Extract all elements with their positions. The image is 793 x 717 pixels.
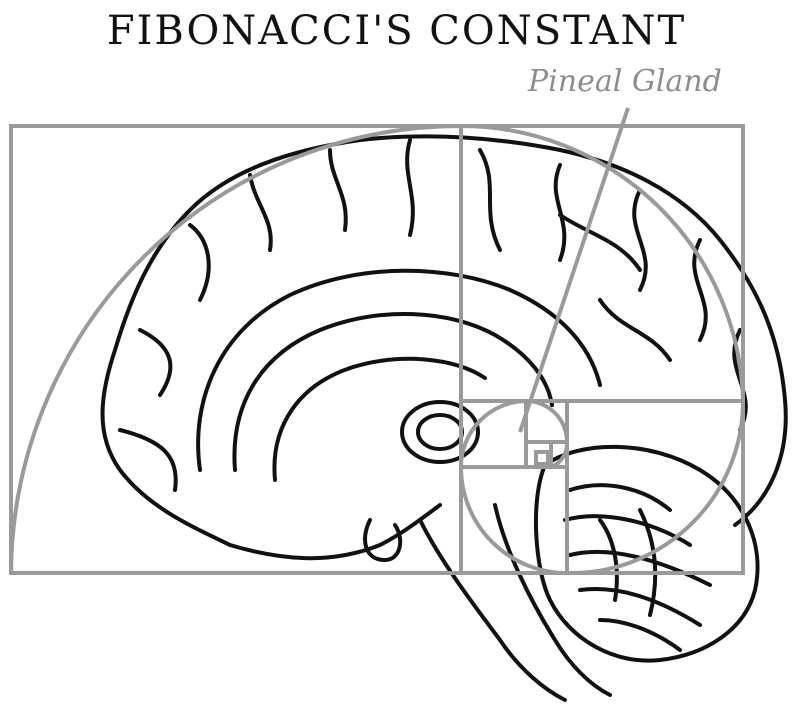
sulcus [250,175,271,250]
brainstem [495,505,610,695]
brainstem [420,520,565,700]
sulcus [140,330,170,395]
cerebellum-folia [580,589,700,625]
cerebrum-outline [103,136,786,545]
sulcus [600,300,670,360]
sulcus [190,225,209,300]
sulcus [556,165,565,260]
sulcus [634,190,646,290]
golden-spiral [11,126,743,573]
temporal-lobe [230,505,440,558]
golden-ratio-overlay [11,108,743,573]
pineal-pointer-line [520,108,628,432]
sulcus [407,140,413,235]
thalamus-inner [418,415,462,449]
sulcus [330,150,346,230]
sulcus [480,150,500,250]
cerebellum-folia [570,485,670,510]
limbic-arc [234,314,552,470]
sulcus [560,215,640,270]
golden-rectangle-outer [11,126,743,573]
brain-illustration [103,136,786,700]
thalamus [402,402,478,462]
cerebellum-folia [600,620,680,650]
pituitary [365,520,400,560]
golden-inner-square [536,452,548,464]
